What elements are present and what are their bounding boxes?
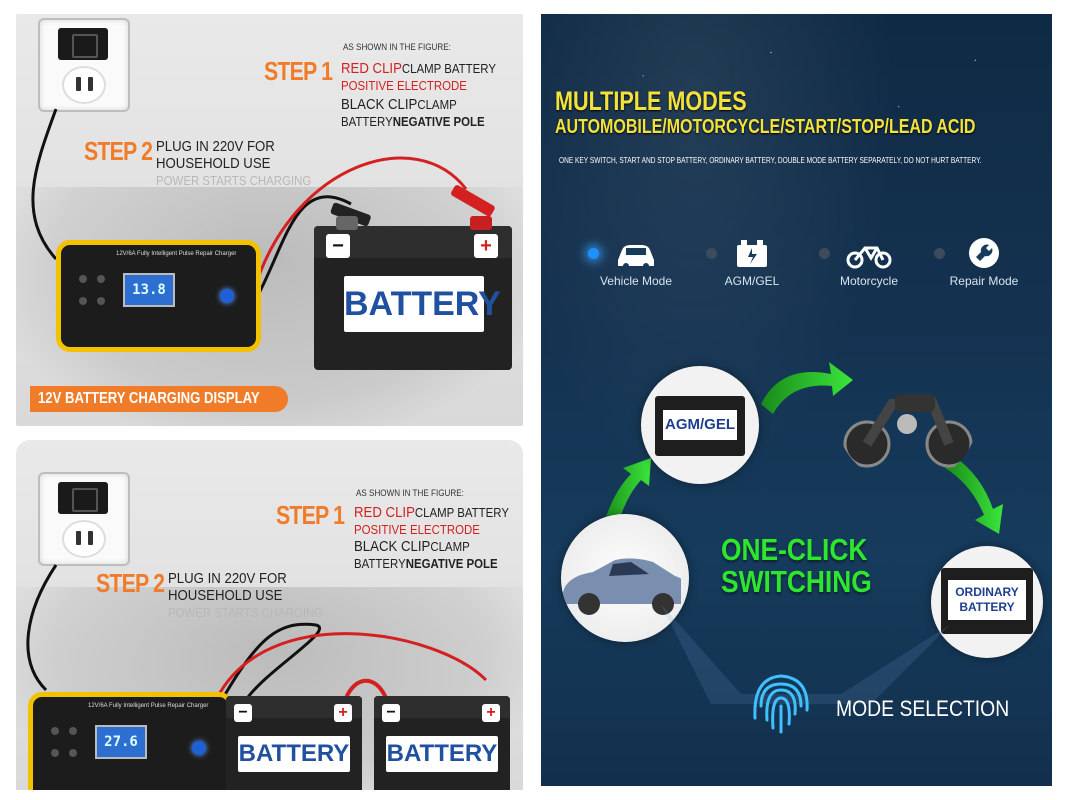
battery-label: BATTERY: [344, 276, 501, 332]
agm-gel-circle: AGM/GEL: [641, 366, 759, 484]
step-1-label: STEP 1: [276, 500, 345, 530]
motorcycle-image: [837, 354, 977, 484]
mode-button: [220, 289, 234, 303]
light-beam: [661, 604, 951, 704]
mode-indicator-active: [588, 248, 599, 259]
step-2-label: STEP 2: [84, 136, 153, 166]
fingerprint-icon[interactable]: [741, 670, 821, 750]
battery-charger: 12V/6A Fully Intelligent Pulse Repair Ch…: [56, 240, 261, 352]
step-1-black-clip-text: BLACK CLIPCLAMP BATTERYNEGATIVE POLE: [341, 96, 485, 129]
battery-icon: [737, 240, 767, 267]
positive-terminal-icon: +: [474, 234, 498, 258]
charger-lcd: 13.8: [123, 273, 175, 307]
modes-description: ONE KEY SWITCH, START AND STOP BATTERY, …: [559, 156, 982, 165]
charging-display-caption: 12V BATTERY CHARGING DISPLAY: [30, 386, 288, 412]
battery-label: BATTERY: [386, 736, 498, 772]
mode-indicator: [819, 248, 830, 259]
charger-lcd: 27.6: [95, 725, 147, 759]
negative-terminal-icon: −: [382, 704, 400, 722]
mode-indicator: [706, 248, 717, 259]
charging-diagram-dual: AS SHOWN IN THE FIGURE: STEP 1 RED CLIPC…: [16, 440, 523, 790]
step-1-red-clip-text: RED CLIPCLAMP BATTERY POSITIVE ELECTRODE: [354, 504, 509, 537]
mode-indicator: [934, 248, 945, 259]
battery-a: − + BATTERY: [226, 696, 362, 790]
step-2-text: PLUG IN 220V FOR HOUSEHOLD USE POWER STA…: [156, 138, 312, 188]
multiple-modes-panel: MULTIPLE MODES AUTOMOBILE/MOTORCYCLE/STA…: [541, 14, 1052, 786]
negative-terminal-icon: −: [326, 234, 350, 258]
charging-diagram-single: AS SHOWN IN THE FIGURE: STEP 1 RED CLIPC…: [16, 14, 523, 426]
wrench-icon: [969, 238, 999, 268]
wall-socket: [38, 18, 130, 112]
mode-button: [192, 741, 206, 755]
step-1-black-clip-text: BLACK CLIPCLAMP BATTERYNEGATIVE POLE: [354, 538, 498, 571]
mode-selection-label: MODE SELECTION: [836, 696, 1010, 721]
step-2-label: STEP 2: [96, 568, 165, 598]
battery-charger: 12V/6A Fully Intelligent Pulse Repair Ch…: [28, 692, 233, 790]
motorcycle-icon: [846, 246, 892, 269]
cables: [31, 108, 495, 300]
car-icon: [618, 245, 654, 269]
step-1-red-clip-text: RED CLIPCLAMP BATTERY POSITIVE ELECTRODE: [341, 60, 496, 93]
mode-agm-gel: AGM/GEL: [702, 236, 802, 288]
vehicle-circle: [561, 514, 689, 642]
figure-note: AS SHOWN IN THE FIGURE:: [356, 488, 464, 498]
positive-terminal-icon: +: [482, 704, 500, 722]
positive-terminal-icon: +: [334, 704, 352, 722]
mode-motorcycle: Motorcycle: [819, 236, 919, 288]
cables: [26, 564, 488, 711]
car-battery: − + BATTERY: [314, 216, 512, 370]
wall-socket: [38, 472, 130, 566]
step-2-text: PLUG IN 220V FOR HOUSEHOLD USE POWER STA…: [168, 570, 324, 620]
modes-title: MULTIPLE MODES: [555, 86, 747, 116]
battery-label: BATTERY: [238, 736, 350, 772]
step-1-label: STEP 1: [264, 56, 333, 86]
mode-vehicle: Vehicle Mode: [586, 236, 686, 288]
negative-terminal-icon: −: [234, 704, 252, 722]
mode-repair: Repair Mode: [934, 236, 1034, 288]
figure-note: AS SHOWN IN THE FIGURE:: [343, 42, 451, 52]
modes-subtitle: AUTOMOBILE/MOTORCYCLE/START/STOP/LEAD AC…: [555, 116, 976, 138]
battery-b: − + BATTERY: [374, 696, 510, 790]
